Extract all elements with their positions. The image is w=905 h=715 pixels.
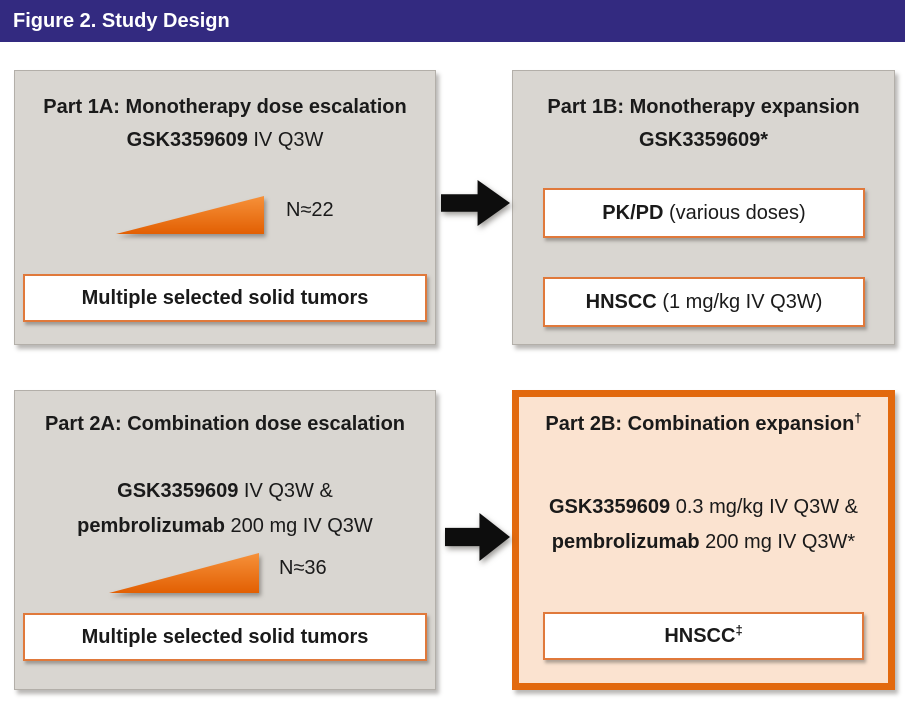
part1b-box: Part 1B: Monotherapy expansion GSK335960…: [512, 70, 895, 345]
part1a-title: Part 1A: Monotherapy dose escalation GSK…: [43, 96, 407, 151]
part1a-n-label: N≈22: [286, 199, 334, 221]
flow-arrow-1a-to-1b: [441, 180, 510, 226]
flow-arrow-2a-to-2b: [445, 513, 510, 561]
part1b-title: Part 1B: Monotherapy expansion GSK335960…: [547, 96, 860, 151]
part1a-drug-line: GSK3359609 IV Q3W: [126, 129, 324, 151]
part2b-drug-lines: GSK3359609 0.3 mg/kg IV Q3W & pembrolizu…: [548, 496, 859, 553]
part2b-cohort-hnscc-box: HNSCC‡: [543, 612, 864, 660]
part1b-cohort-pkpd-box: PK/PD (various doses): [543, 188, 865, 238]
dagger-footnote-mark: †: [854, 410, 862, 426]
figure-title: Figure 2. Study Design: [13, 10, 230, 32]
part2b-title: Part 2B: Combination expansion†: [545, 410, 862, 435]
part1a-box: Part 1A: Monotherapy dose escalation GSK…: [14, 70, 436, 345]
part1a-population-box: Multiple selected solid tumors: [23, 274, 427, 322]
part2a-drug-lines: GSK3359609 IV Q3W & pembrolizumab 200 mg…: [77, 480, 373, 537]
part2a-n-label: N≈36: [279, 557, 327, 579]
part2a-title: Part 2A: Combination dose escalation: [44, 413, 406, 435]
dose-escalation-wedge-icon: [109, 553, 259, 593]
dose-escalation-wedge-icon: [116, 196, 264, 234]
part2a-box: Part 2A: Combination dose escalation GSK…: [14, 390, 436, 690]
part2b-box: Part 2B: Combination expansion† GSK33596…: [512, 390, 895, 690]
right-arrow-icon: [445, 513, 510, 561]
part1b-cohort-hnscc-box: HNSCC (1 mg/kg IV Q3W): [543, 277, 865, 327]
part2a-population-box: Multiple selected solid tumors: [23, 613, 427, 661]
double-dagger-footnote-mark: ‡: [735, 621, 743, 637]
right-arrow-icon: [441, 180, 510, 226]
figure-title-bar: Figure 2. Study Design: [0, 0, 905, 42]
